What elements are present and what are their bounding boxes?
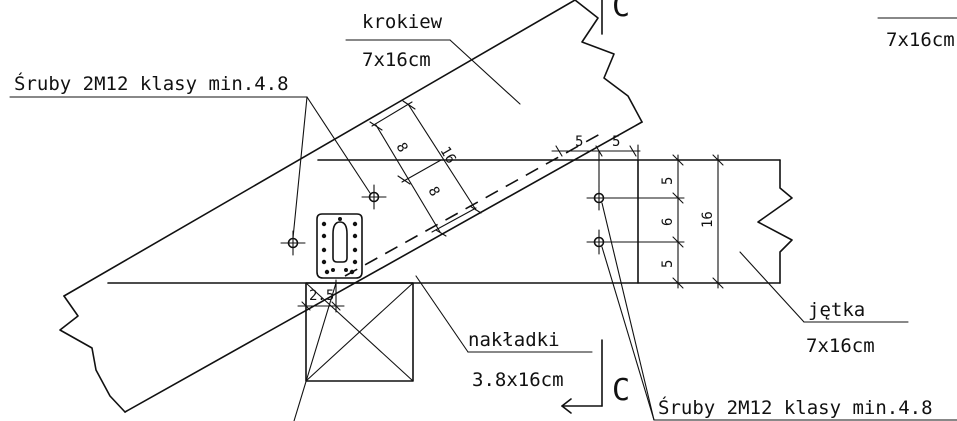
krokiew-size: 7x16cm bbox=[362, 49, 431, 71]
dim-top-5a: 5 bbox=[575, 134, 583, 150]
section-label-top: C bbox=[612, 0, 630, 24]
label-top-right: 7x16cm bbox=[877, 17, 957, 51]
krokiew-name: krokiew bbox=[362, 11, 443, 33]
right-dimensions: 5 6 5 16 bbox=[604, 154, 725, 289]
label-jetka: jętka 7x16cm bbox=[739, 251, 909, 357]
bolt-left-2 bbox=[361, 184, 387, 210]
bolts-left-text: Śruby 2M12 klasy min.4.8 bbox=[14, 71, 289, 95]
section-label-bottom: C bbox=[612, 373, 630, 408]
dim-offset-2-5: 2.5 bbox=[309, 288, 334, 304]
label-bolts-left: Śruby 2M12 klasy min.4.8 bbox=[9, 71, 371, 239]
jetka-name: jętka bbox=[808, 299, 865, 321]
label-bolts-right: Śruby 2M12 klasy min.4.8 bbox=[601, 202, 957, 421]
top-dimensions: 5 5 bbox=[551, 134, 641, 187]
dim-top-5b: 5 bbox=[612, 134, 620, 150]
jetka-size: 7x16cm bbox=[806, 335, 875, 357]
collar-beam-jetka bbox=[107, 159, 793, 284]
nakladki-name: nakładki bbox=[468, 329, 560, 351]
rafter-dimensions: 8 16 8 bbox=[369, 100, 482, 237]
dim-rafter-8a: 8 bbox=[393, 140, 411, 155]
label-nakladki: nakładki 3.8x16cm bbox=[415, 275, 593, 391]
dim-rafter-16: 16 bbox=[437, 144, 459, 167]
connector-plate bbox=[316, 213, 363, 279]
section-marker-top: C bbox=[601, 0, 630, 35]
bolts-right-text: Śruby 2M12 klasy min.4.8 bbox=[658, 395, 933, 419]
dim-right-5a: 5 bbox=[660, 177, 676, 185]
dim-right-6: 6 bbox=[660, 218, 676, 226]
section-marker-bottom: C bbox=[561, 339, 630, 414]
dim-right-5b: 5 bbox=[660, 260, 676, 268]
offset-dimension: 2.5 bbox=[293, 279, 345, 421]
post bbox=[305, 282, 414, 382]
top-right-size: 7x16cm bbox=[886, 29, 955, 51]
rafter-krokiew bbox=[59, 0, 643, 413]
label-krokiew: krokiew 7x16cm bbox=[345, 11, 521, 105]
nakladki-size: 3.8x16cm bbox=[472, 369, 564, 391]
dim-rafter-8b: 8 bbox=[425, 184, 443, 199]
dim-right-16: 16 bbox=[700, 211, 716, 228]
